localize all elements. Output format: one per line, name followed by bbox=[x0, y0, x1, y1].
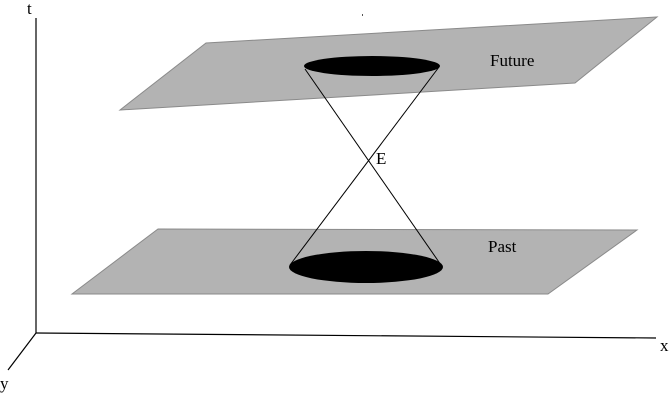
speck-mark bbox=[362, 14, 363, 16]
event-label: E bbox=[376, 149, 386, 168]
y-axis bbox=[7, 332, 37, 371]
cone-line-left bbox=[304, 68, 442, 266]
future-cross-section bbox=[304, 56, 440, 76]
t-axis-label: t bbox=[27, 0, 32, 18]
x-axis-label: x bbox=[660, 336, 669, 355]
x-axis bbox=[35, 332, 657, 339]
past-cross-section bbox=[289, 251, 443, 283]
cone-line-right bbox=[289, 66, 440, 266]
past-label: Past bbox=[488, 237, 517, 256]
y-axis-label: y bbox=[0, 374, 9, 393]
future-label: Future bbox=[490, 51, 534, 70]
